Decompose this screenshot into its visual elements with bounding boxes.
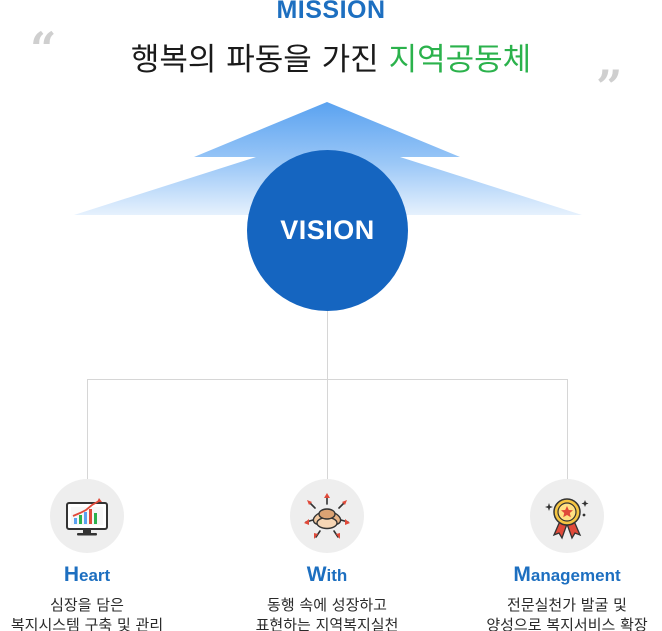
value-with: With 동행 속에 성장하고 표현하는 지역복지실천: [217, 479, 437, 631]
value-management-desc: 전문실천가 발굴 및 양성으로 복지서비스 확장: [457, 595, 662, 631]
vision-label: VISION: [280, 215, 375, 245]
value-with-initial: W: [306, 563, 327, 586]
value-heart-rest: eart: [78, 566, 111, 585]
connector-left-drop: [87, 379, 88, 479]
mission-statement-text: 행복의 파동을 가진: [130, 42, 389, 78]
value-management: Management 전문실천가 발굴 및 양성으로 복지서비스 확장: [457, 479, 662, 631]
mission-label: MISSION: [276, 0, 386, 24]
close-quote-icon: ”: [596, 60, 623, 114]
value-management-title: Management: [457, 563, 662, 587]
value-heart-icon-wrap: [50, 479, 124, 553]
mission-statement: 행복의 파동을 가진 지역공동체: [0, 34, 662, 79]
value-management-desc-line1: 전문실천가 발굴 및: [507, 596, 627, 614]
value-with-desc-line1: 동행 속에 성장하고: [267, 596, 387, 614]
value-heart: Heart 심장을 담은 복지시스템 구축 및 관리: [0, 479, 197, 631]
vision-circle: VISION: [247, 150, 408, 311]
value-management-icon-wrap: [530, 479, 604, 553]
value-heart-desc: 심장을 담은 복지시스템 구축 및 관리: [0, 595, 197, 631]
medal-icon: [545, 498, 589, 540]
joined-hands-icon: [304, 493, 350, 539]
value-with-rest: ith: [326, 566, 348, 585]
connector-right-drop: [567, 379, 568, 479]
value-with-icon-wrap: [290, 479, 364, 553]
value-with-title: With: [217, 563, 437, 587]
connector-vertical-main: [327, 311, 328, 380]
value-management-initial: M: [513, 563, 531, 586]
value-with-desc: 동행 속에 성장하고 표현하는 지역복지실천: [217, 595, 437, 631]
open-quote-icon: “: [30, 22, 57, 76]
value-heart-initial: H: [63, 563, 79, 586]
connector-center-drop: [327, 379, 328, 479]
value-heart-title: Heart: [0, 563, 197, 587]
mission-statement-highlight: 지역공동체: [388, 42, 532, 78]
value-with-desc-line2: 표현하는 지역복지실천: [255, 616, 399, 631]
value-management-rest: anagement: [530, 566, 621, 585]
value-management-desc-line2: 양성으로 복지서비스 확장: [486, 616, 648, 631]
value-heart-desc-line1: 심장을 담은: [50, 596, 124, 614]
value-heart-desc-line2: 복지시스템 구축 및 관리: [10, 616, 164, 631]
chart-monitor-icon: [66, 498, 108, 536]
